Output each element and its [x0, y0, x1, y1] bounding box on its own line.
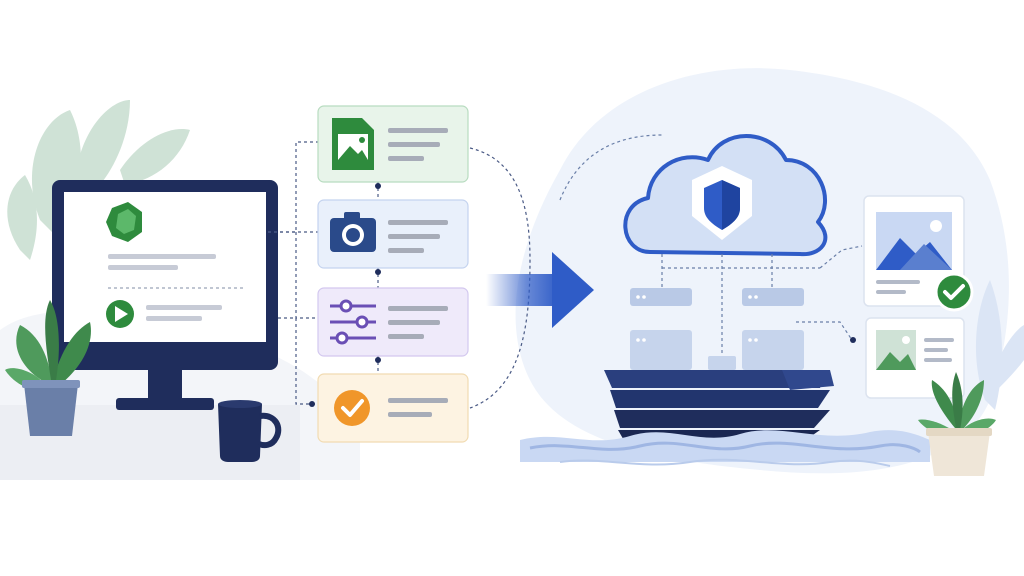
checkmark-icon — [334, 390, 370, 426]
cloud-storage — [623, 134, 828, 257]
shield-icon — [692, 166, 752, 240]
workflow-card-image[interactable] — [317, 105, 469, 183]
background-plant-right — [975, 280, 1024, 410]
server-unit — [742, 330, 804, 370]
result-card-stored[interactable] — [850, 317, 965, 399]
camera-icon — [330, 212, 376, 252]
coffee-mug — [218, 400, 282, 462]
play-button[interactable] — [106, 300, 134, 328]
verified-check-icon — [934, 272, 974, 312]
cloud-sync-lines — [661, 245, 863, 360]
server-blocks — [630, 288, 804, 370]
container-ship — [604, 370, 834, 444]
server-unit — [630, 288, 692, 306]
water-waves — [520, 430, 930, 467]
landscape-image-icon — [876, 330, 916, 370]
workflow-card-camera[interactable] — [317, 199, 469, 269]
transfer-arrow-icon — [486, 252, 594, 328]
potted-plant-left — [5, 300, 91, 436]
server-unit — [742, 288, 804, 306]
connector-dot — [850, 337, 856, 343]
computer-monitor — [52, 180, 278, 410]
sliders-icon — [330, 299, 376, 345]
workflow-card-adjust[interactable] — [317, 287, 469, 357]
workflow-connectors — [268, 141, 531, 409]
image-file-icon — [332, 118, 374, 170]
server-unit — [630, 330, 692, 370]
potted-plant-right — [918, 372, 996, 476]
gem-logo-icon — [106, 202, 142, 242]
landscape-image-icon — [876, 212, 952, 270]
cloud-connector — [559, 134, 663, 201]
connector-dots — [309, 183, 381, 407]
result-card-verified[interactable] — [863, 195, 974, 312]
workflow-card-approve[interactable] — [317, 373, 469, 443]
